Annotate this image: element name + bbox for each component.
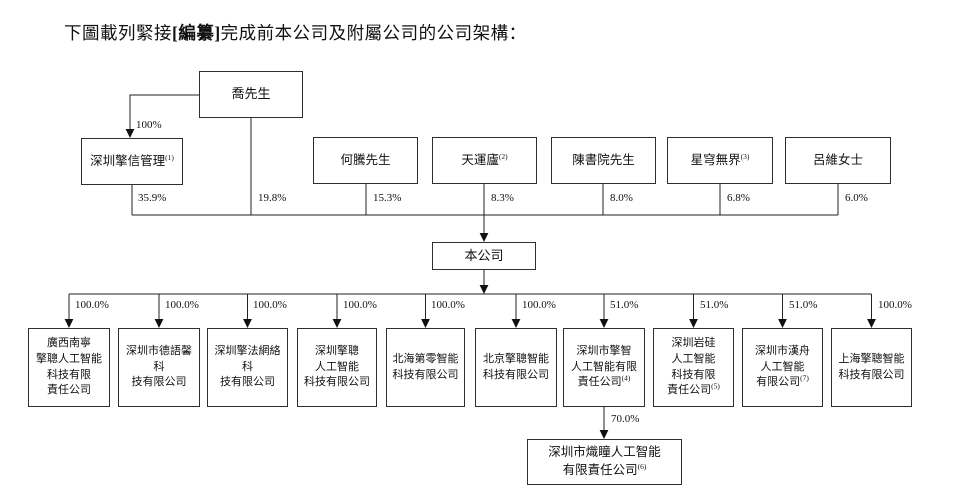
node-ms-lvwei: 呂維女士 xyxy=(785,137,891,184)
footnote-ref: (1) xyxy=(165,152,174,162)
title-pre: 下圖載列緊接 xyxy=(64,23,172,43)
node-beijing-qingcong: 北京擎聰智能 科技有限公司 xyxy=(475,328,557,407)
title-post: 完成前本公司及附屬公司的公司架構： xyxy=(220,23,527,43)
pct-tianyunlu-to-company: 8.3% xyxy=(491,192,514,204)
pct-company-to-sub3: 100.0% xyxy=(253,299,287,311)
footnote-ref: (6) xyxy=(637,461,647,471)
node-label: 陳書院先生 xyxy=(572,152,635,167)
node-label: 深圳市德語馨科 技有限公司 xyxy=(126,345,192,389)
node-shenzhen-qingzhi: 深圳市擎智 人工智能有限 責任公司(4) xyxy=(563,328,645,407)
node-label: 深圳市漢舟 人工智能 有限公司 xyxy=(755,345,810,389)
pct-company-to-sub9: 51.0% xyxy=(789,299,818,311)
footnote-ref: (2) xyxy=(498,151,508,161)
pct-company-to-sub8: 51.0% xyxy=(700,299,729,311)
node-shenzhen-hanzhou: 深圳市漢舟 人工智能 有限公司(7) xyxy=(742,328,823,407)
node-shenzhen-qingxin-management: 深圳擎信管理(1) xyxy=(81,138,183,185)
pct-company-to-sub6: 100.0% xyxy=(522,299,556,311)
title-redacted-marker: [編纂] xyxy=(172,23,221,43)
node-shenzhen-yangui: 深圳岩硅 人工智能 科技有限 責任公司(5) xyxy=(653,328,734,407)
node-shenzhen-qingfa: 深圳擎法網絡科 技有限公司 xyxy=(207,328,288,407)
pct-chenshuyuan-to-company: 8.0% xyxy=(610,192,633,204)
node-xingqiong-wujie: 星穹無界(3) xyxy=(667,137,773,184)
pct-company-to-sub7: 51.0% xyxy=(610,299,639,311)
arrowheads xyxy=(64,129,876,439)
node-beihai-diling: 北海第零智能 科技有限公司 xyxy=(386,328,465,407)
footnote-ref: (7) xyxy=(800,373,809,383)
node-tianyunlu: 天運廬(2) xyxy=(432,137,537,184)
pct-company-to-sub4: 100.0% xyxy=(343,299,377,311)
node-label: 天運廬 xyxy=(461,152,499,167)
node-mr-chenshuyuan: 陳書院先生 xyxy=(551,137,656,184)
pct-sub7-to-chitong: 70.0% xyxy=(611,413,640,425)
pct-company-to-sub5: 100.0% xyxy=(431,299,465,311)
node-mr-heteng: 何騰先生 xyxy=(313,137,418,184)
node-guangxi-nanning-qingcong: 廣西南寧 擎聰人工智能 科技有限 責任公司 xyxy=(28,328,110,407)
page-title: 下圖載列緊接[編纂]完成前本公司及附屬公司的公司架構： xyxy=(64,20,527,45)
pct-company-to-sub1: 100.0% xyxy=(75,299,109,311)
node-label: 星穹無界 xyxy=(690,152,741,167)
node-label: 深圳擎聰 人工智能 科技有限公司 xyxy=(304,345,370,389)
node-label: 深圳擎法網絡科 技有限公司 xyxy=(214,345,281,389)
node-label: 北海第零智能 科技有限公司 xyxy=(392,352,459,381)
node-shenzhen-qingcong: 深圳擎聰 人工智能 科技有限公司 xyxy=(297,328,377,407)
pct-qiao-to-qingxin: 100% xyxy=(136,119,162,131)
node-label: 深圳市擎智 人工智能有限 責任公司 xyxy=(571,345,637,389)
node-mr-qiao: 喬先生 xyxy=(199,71,303,118)
footnote-ref: (5) xyxy=(711,381,720,391)
pct-qingxin-to-company: 35.9% xyxy=(138,192,167,204)
node-shanghai-qingcong: 上海擎聰智能 科技有限公司 xyxy=(831,328,912,407)
pct-heteng-to-company: 15.3% xyxy=(373,192,402,204)
node-shenzhen-chitong: 深圳市熾瞳人工智能 有限責任公司(6) xyxy=(527,439,682,485)
pct-company-to-sub2: 100.0% xyxy=(165,299,199,311)
node-label: 深圳岩硅 人工智能 科技有限 責任公司 xyxy=(667,337,716,397)
pct-xingqiong-to-company: 6.8% xyxy=(727,192,750,204)
node-label: 呂維女士 xyxy=(812,152,863,167)
footnote-ref: (3) xyxy=(740,151,750,161)
pct-lvwei-to-company: 6.0% xyxy=(845,192,868,204)
node-label: 上海擎聰智能 科技有限公司 xyxy=(838,352,905,381)
node-label: 深圳市熾瞳人工智能 有限責任公司 xyxy=(548,445,661,477)
node-shenzhen-deyuxin: 深圳市德語馨科 技有限公司 xyxy=(118,328,200,407)
node-the-company: 本公司 xyxy=(432,242,536,270)
pct-company-to-sub10: 100.0% xyxy=(878,299,912,311)
node-label: 廣西南寧 擎聰人工智能 科技有限 責任公司 xyxy=(36,337,102,397)
node-label: 喬先生 xyxy=(231,86,271,102)
node-label: 何騰先生 xyxy=(340,152,391,167)
node-label: 深圳擎信管理 xyxy=(90,153,166,168)
node-label: 北京擎聰智能 科技有限公司 xyxy=(483,352,549,381)
footnote-ref: (4) xyxy=(621,373,631,383)
node-label: 本公司 xyxy=(464,247,504,263)
pct-qiao-to-company: 19.8% xyxy=(258,192,287,204)
